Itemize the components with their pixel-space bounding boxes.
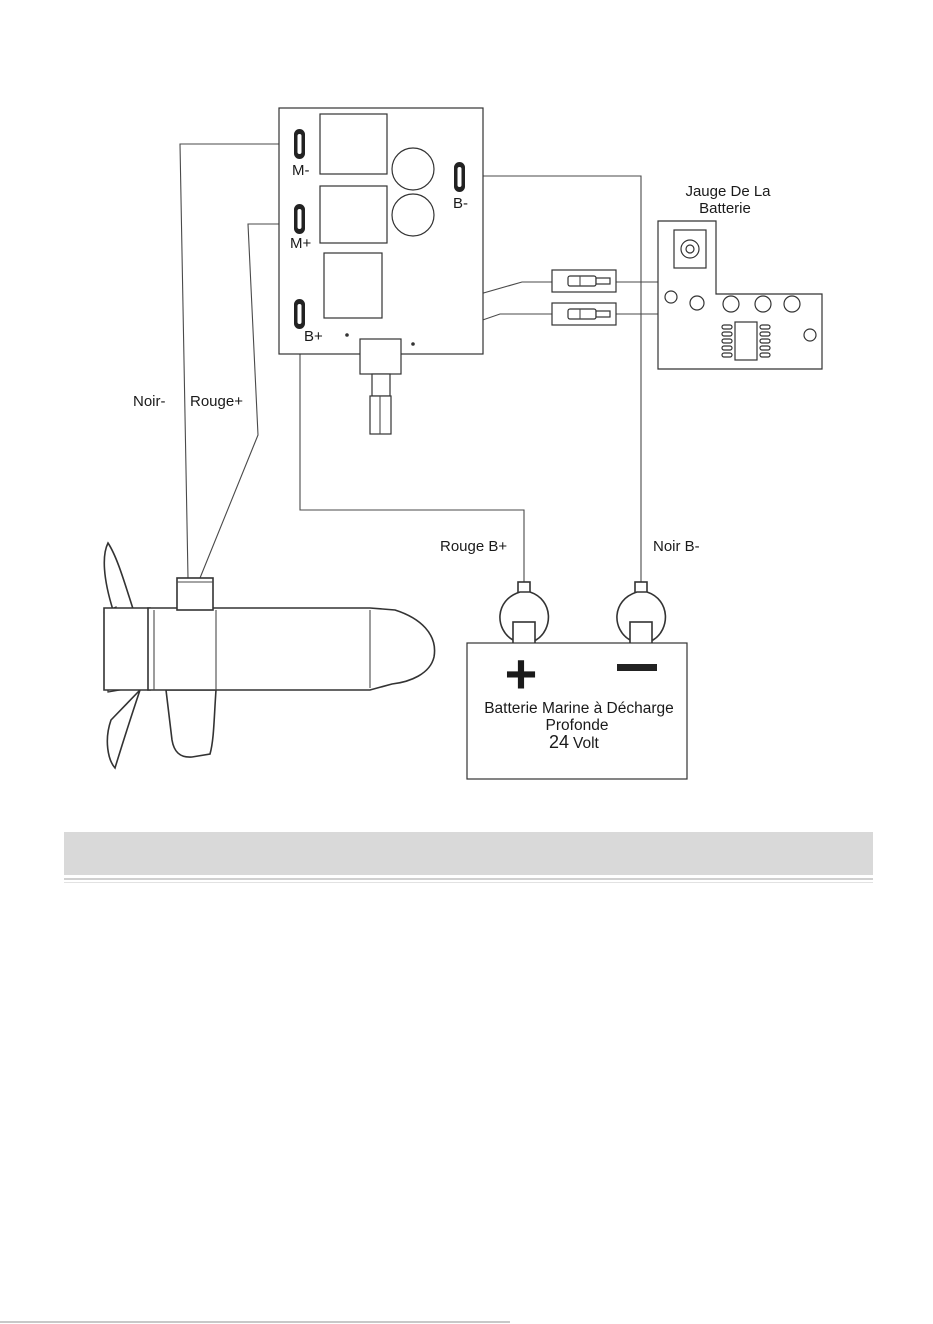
- section-divider-thin: [64, 882, 873, 883]
- label-rouge-plus: Rouge+: [190, 393, 243, 410]
- gauge-title-line1: Jauge De La: [685, 183, 771, 200]
- battery-minus-sign: [617, 664, 657, 671]
- label-m-plus: M+: [290, 235, 311, 252]
- trolling-motor: [104, 543, 435, 768]
- label-noir-minus: Noir-: [133, 393, 166, 410]
- section-header-bar: [64, 832, 873, 875]
- controller-board: M- M+ B- B+: [279, 108, 483, 434]
- gauge-title-line2: Batterie: [699, 200, 751, 217]
- label-b-minus: B-: [453, 195, 468, 212]
- connector-bottom: [552, 303, 616, 325]
- section-divider: [64, 878, 873, 880]
- label-noir-b-minus: Noir B-: [653, 538, 700, 555]
- connector-top: [552, 270, 616, 292]
- terminal-negative: [617, 582, 666, 644]
- battery-unit: Volt: [573, 735, 600, 752]
- footer-divider: [0, 1321, 510, 1323]
- battery-label-line1: Batterie Marine à Décharge: [484, 700, 674, 717]
- label-b-plus: B+: [304, 328, 323, 345]
- battery: + Batterie Marine à Décharge Profonde 24…: [467, 582, 687, 779]
- terminal-b-minus: [454, 162, 465, 192]
- terminal-b-plus: [294, 299, 305, 329]
- label-m-minus: M-: [292, 162, 310, 179]
- terminal-m-plus: [294, 204, 305, 234]
- label-rouge-b-plus: Rouge B+: [440, 538, 507, 555]
- wiring-diagram: M- M+ B- B+ Jauge De La Batterie: [0, 0, 933, 800]
- battery-gauge: Jauge De La Batterie: [658, 183, 822, 369]
- battery-plus-sign: +: [505, 642, 538, 705]
- wire-b-minus: [462, 176, 641, 583]
- terminal-m-minus: [294, 129, 305, 159]
- terminal-positive: [500, 582, 549, 644]
- potentiometer: [360, 339, 401, 434]
- battery-voltage: 24: [549, 732, 569, 752]
